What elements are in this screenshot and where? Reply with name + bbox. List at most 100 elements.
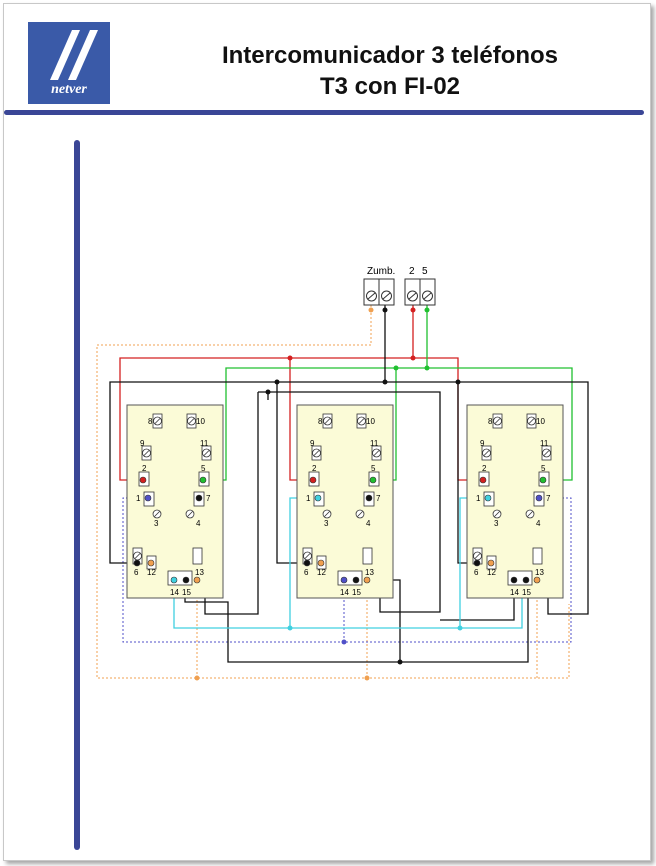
page-title: Intercomunicador 3 teléfonos T3 con FI-0… (180, 40, 600, 102)
terminal-label: 5 (541, 464, 546, 473)
terminal-label: 8 (148, 417, 153, 426)
junction-dot (393, 365, 399, 371)
terminal-label: 7 (546, 494, 551, 503)
terminal-label: 8 (318, 417, 323, 426)
phone-board (126, 404, 224, 599)
junction-dot (287, 625, 293, 631)
connection-dot (195, 494, 203, 502)
connection-dot (133, 559, 141, 567)
terminal-label: 2 (312, 464, 317, 473)
connection-dot (369, 476, 377, 484)
terminal-label: 10 (366, 417, 375, 426)
terminal-label: 7 (376, 494, 381, 503)
terminal-label: 6 (304, 568, 309, 577)
junction-dot (410, 355, 416, 361)
wire-cyan (173, 580, 523, 629)
terminal-label: 2 (482, 464, 487, 473)
terminal-label: 13 (365, 568, 374, 577)
connection-dot (352, 576, 360, 584)
terminal-label: 13 (535, 568, 544, 577)
terminal-label: 4 (536, 519, 541, 528)
connection-dot (479, 476, 487, 484)
connection-dot (487, 559, 495, 567)
connection-dot (533, 576, 541, 584)
terminal-label: 1 (306, 494, 311, 503)
junction-dot (397, 659, 403, 665)
junction-dot (265, 389, 271, 395)
title-line-2: T3 con FI-02 (319, 73, 461, 100)
terminal-label: 2 (142, 464, 147, 473)
connection-dot (539, 476, 547, 484)
connection-dot (473, 559, 481, 567)
terminal-label: 11 (200, 439, 209, 448)
connection-dot (303, 559, 311, 567)
connection-dot (522, 576, 530, 584)
side-bar (74, 140, 80, 850)
connection-dot (535, 494, 543, 502)
connectors: Zumb. 2 5 (363, 266, 436, 306)
junctions (194, 307, 463, 681)
netver-logo: netver (28, 22, 110, 104)
terminal-label: 14 (170, 588, 179, 597)
terminal-label: 3 (494, 519, 499, 528)
logo-mark-icon (50, 30, 98, 80)
terminal-label: 14 (340, 588, 349, 597)
terminal (192, 547, 203, 565)
zumb-label: Zumb. (367, 266, 395, 277)
terminal-label: 3 (324, 519, 329, 528)
connection-dot (144, 494, 152, 502)
junction-dot (341, 639, 347, 645)
terminal-label: 4 (366, 519, 371, 528)
terminal-label: 9 (480, 439, 485, 448)
terminal-label: 11 (370, 439, 379, 448)
terminal-5-label: 5 (422, 266, 428, 277)
terminal-label: 3 (154, 519, 159, 528)
junction-dot (410, 307, 416, 313)
terminal-label: 14 (510, 588, 519, 597)
connection-dot (365, 494, 373, 502)
connection-dot (317, 559, 325, 567)
terminal-label: 6 (474, 568, 479, 577)
junction-dot (364, 675, 370, 681)
junction-dot (274, 379, 280, 385)
terminal-label: 8 (488, 417, 493, 426)
terminal-label: 15 (182, 588, 191, 597)
wire-black (400, 580, 529, 663)
connection-dot (363, 576, 371, 584)
terminal-label: 6 (134, 568, 139, 577)
logo-text: netver (51, 82, 87, 97)
phone-board (466, 404, 564, 599)
connection-dot (170, 576, 178, 584)
connection-dot (484, 494, 492, 502)
connection-dot (314, 494, 322, 502)
wire-orange (96, 305, 570, 679)
connection-dot (510, 576, 518, 584)
junction-dot (424, 365, 430, 371)
terminal-label: 12 (147, 568, 156, 577)
title-line-1: Intercomunicador 3 teléfonos (221, 42, 559, 69)
junction-dot (382, 379, 388, 385)
connection-dot (199, 476, 207, 484)
junction-dot (424, 307, 430, 313)
terminal (532, 547, 543, 565)
terminal-label: 10 (536, 417, 545, 426)
connection-dot (309, 476, 317, 484)
terminal-label: 12 (317, 568, 326, 577)
terminal-label: 9 (310, 439, 315, 448)
connection-dot (139, 476, 147, 484)
terminal-label: 5 (371, 464, 376, 473)
connection-dot (182, 576, 190, 584)
junction-dot (382, 307, 388, 313)
junction-dot (457, 625, 463, 631)
terminal-label: 1 (476, 494, 481, 503)
connection-dot (340, 576, 348, 584)
terminal-label: 15 (522, 588, 531, 597)
connection-dot (147, 559, 155, 567)
connection-dot (193, 576, 201, 584)
terminal-label: 15 (352, 588, 361, 597)
terminal-label: 7 (206, 494, 211, 503)
